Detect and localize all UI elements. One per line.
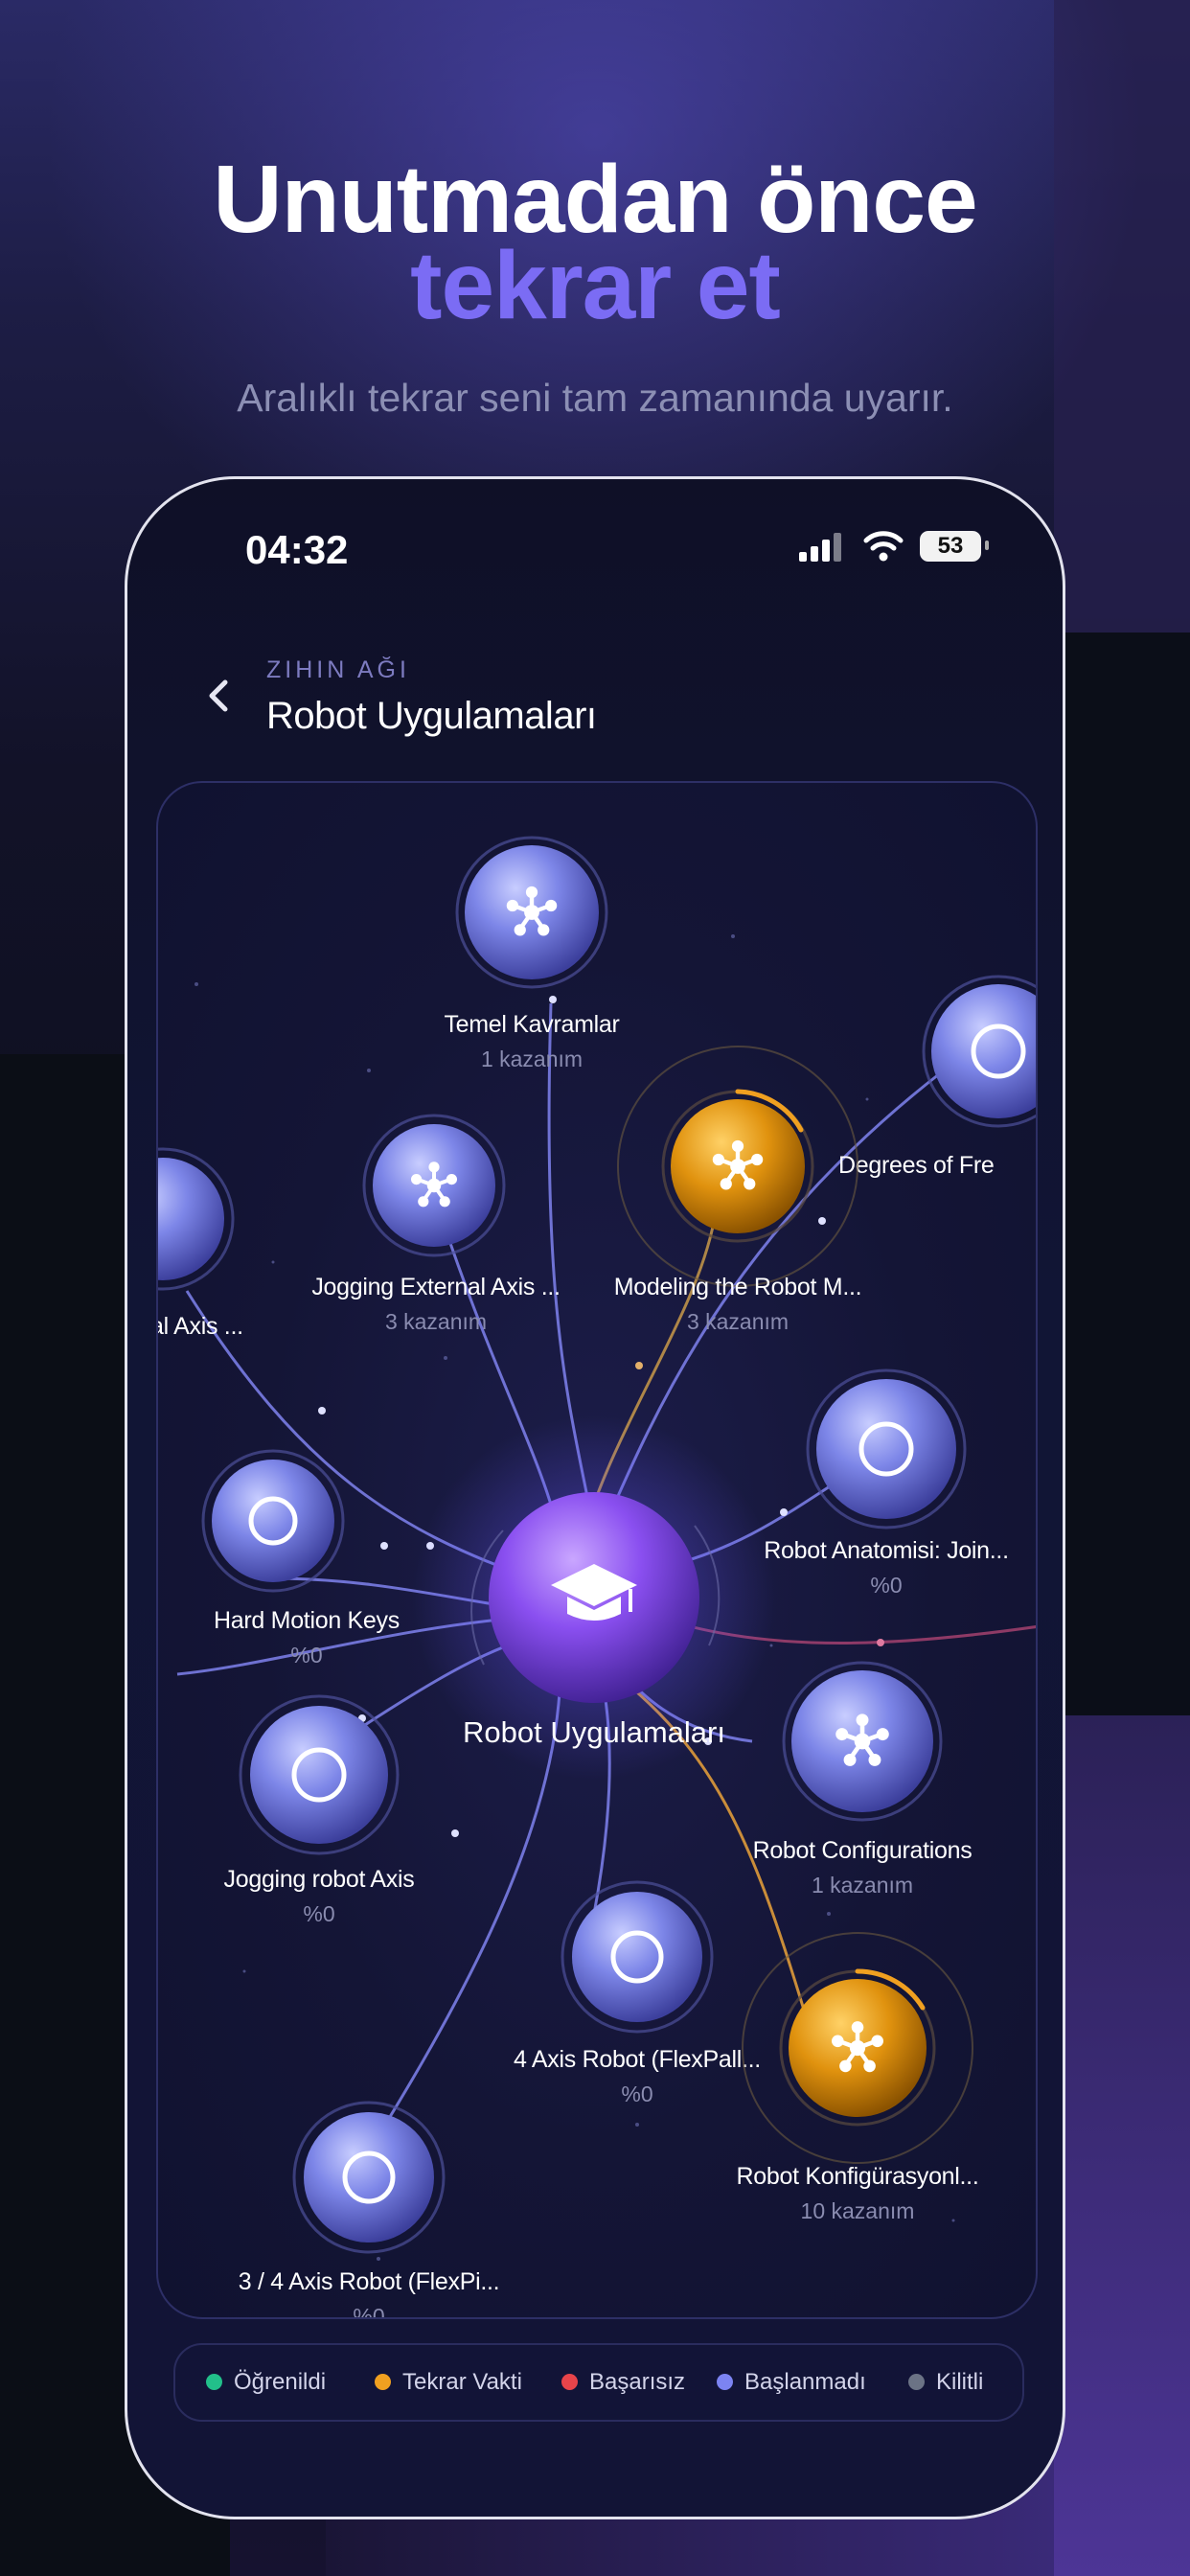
node-sub: 1 kazanım [480,1046,584,1071]
legend-item-locked: Kilitli [908,2345,983,2420]
node-robot-configurations[interactable] [781,1660,944,1823]
node-sub: %0 [303,1901,335,1926]
node-label: Temel Kavramlar [444,1011,620,1038]
graph-edges [176,934,1036,2261]
chevron-left-icon [209,679,228,712]
ring-icon [342,2150,396,2204]
node-sub: %0 [870,1573,903,1598]
status-time: 04:32 [245,527,349,572]
legend-dot [717,2374,733,2390]
hero-accent-title: tekrar et [410,232,781,339]
status-icons: 53 [799,529,989,567]
node-label: Jogging robot Axis [223,1866,415,1893]
back-button[interactable] [185,661,252,728]
node-sub: %0 [353,2304,385,2319]
legend-label: Öğrenildi [234,2369,327,2395]
legend-item-review: Tekrar Vakti [375,2345,522,2420]
node-sub: %0 [925,1187,1036,1213]
legend-dot [206,2374,222,2390]
node-label: al Axis ... [156,1313,243,1340]
battery-tip [985,540,989,550]
hero-title: Unutmadan önce [213,146,977,253]
legend-dot [908,2374,925,2390]
ring-icon [858,1421,914,1477]
node-degrees-of-freedom[interactable] [922,975,1038,1128]
node-label: 3 / 4 Axis Robot (FlexPi... [238,2268,500,2295]
breadcrumb-overline: ZIHIN AĞI [266,656,410,683]
legend-label: Başlanmadı [744,2369,866,2395]
signal-icon [799,529,847,564]
node-4-axis-robot[interactable] [561,1880,714,2034]
node-modeling-the-robot[interactable] [613,1042,862,1291]
node-temel-kavramlar[interactable] [455,836,608,989]
legend-item-learned: Öğrenildi [206,2345,326,2420]
legend-dot [375,2374,391,2390]
node-3-4-axis-robot[interactable] [292,2101,446,2254]
node-label: Degrees of Fre [838,1152,995,1179]
legend-item-not-started: Başlanmadı [717,2345,866,2420]
node-label: Hard Motion Keys [214,1607,400,1634]
status-legend: Öğrenildi Tekrar Vakti Başarısız Başlanm… [173,2343,1024,2422]
node-jogging-external-axis[interactable] [362,1114,506,1257]
node-sub: 3 kazanım [384,1309,488,1334]
ring-icon [248,1496,298,1546]
node-label: Robot Configurations [752,1837,973,1864]
node-hard-motion-keys[interactable] [201,1449,345,1593]
ring-icon [610,1930,664,1984]
node-robot-anatomisi[interactable] [805,1368,968,1530]
node-sub: 10 kazanım [800,2198,915,2223]
ring-icon [971,1024,1026,1079]
node-sub: %0 [290,1643,323,1668]
node-jogging-robot-axis[interactable] [238,1693,400,1856]
node-external-axis[interactable] [156,1147,235,1291]
node-label: Jogging External Axis ... [311,1274,561,1300]
background-panel-right-purple [1054,1715,1190,2576]
background-panel-right-dark [1054,632,1190,1715]
legend-label: Tekrar Vakti [402,2369,522,2395]
node-label: Modeling the Robot M... [613,1274,862,1300]
node-sub: 3 kazanım [686,1309,790,1334]
legend-dot [561,2374,578,2390]
wifi-icon [863,531,904,562]
legend-item-failed: Başarısız [561,2345,685,2420]
legend-label: Başarısız [589,2369,686,2395]
node-label: Robot Anatomisi: Join... [764,1537,1009,1564]
legend-label: Kilitli [936,2369,984,2395]
node-sub: %0 [621,2082,653,2106]
node-robot-konfigurasyonlari[interactable] [738,1928,977,2168]
node-sub: 1 kazanım [811,1873,914,1898]
phone-frame: 04:32 53 ZIHIN AĞI Robot Uygulamaları [125,476,1065,2519]
node-label: 4 Axis Robot (FlexPall... [514,2046,761,2073]
battery-indicator: 53 [920,531,981,562]
page-title: Robot Uygulamaları [266,695,597,737]
hero-subtitle: Aralıklı tekrar seni tam zamanında uyarı… [237,376,953,420]
graduation-cap-icon [551,1564,637,1621]
center-node-label: Robot Uygulamaları [463,1715,725,1749]
node-label: Robot Konfigürasyonl... [736,2163,979,2190]
ring-icon [291,1747,347,1803]
mind-map-graph[interactable]: Temel Kavramlar 1 kazanım Degrees of Fre… [156,781,1038,2319]
